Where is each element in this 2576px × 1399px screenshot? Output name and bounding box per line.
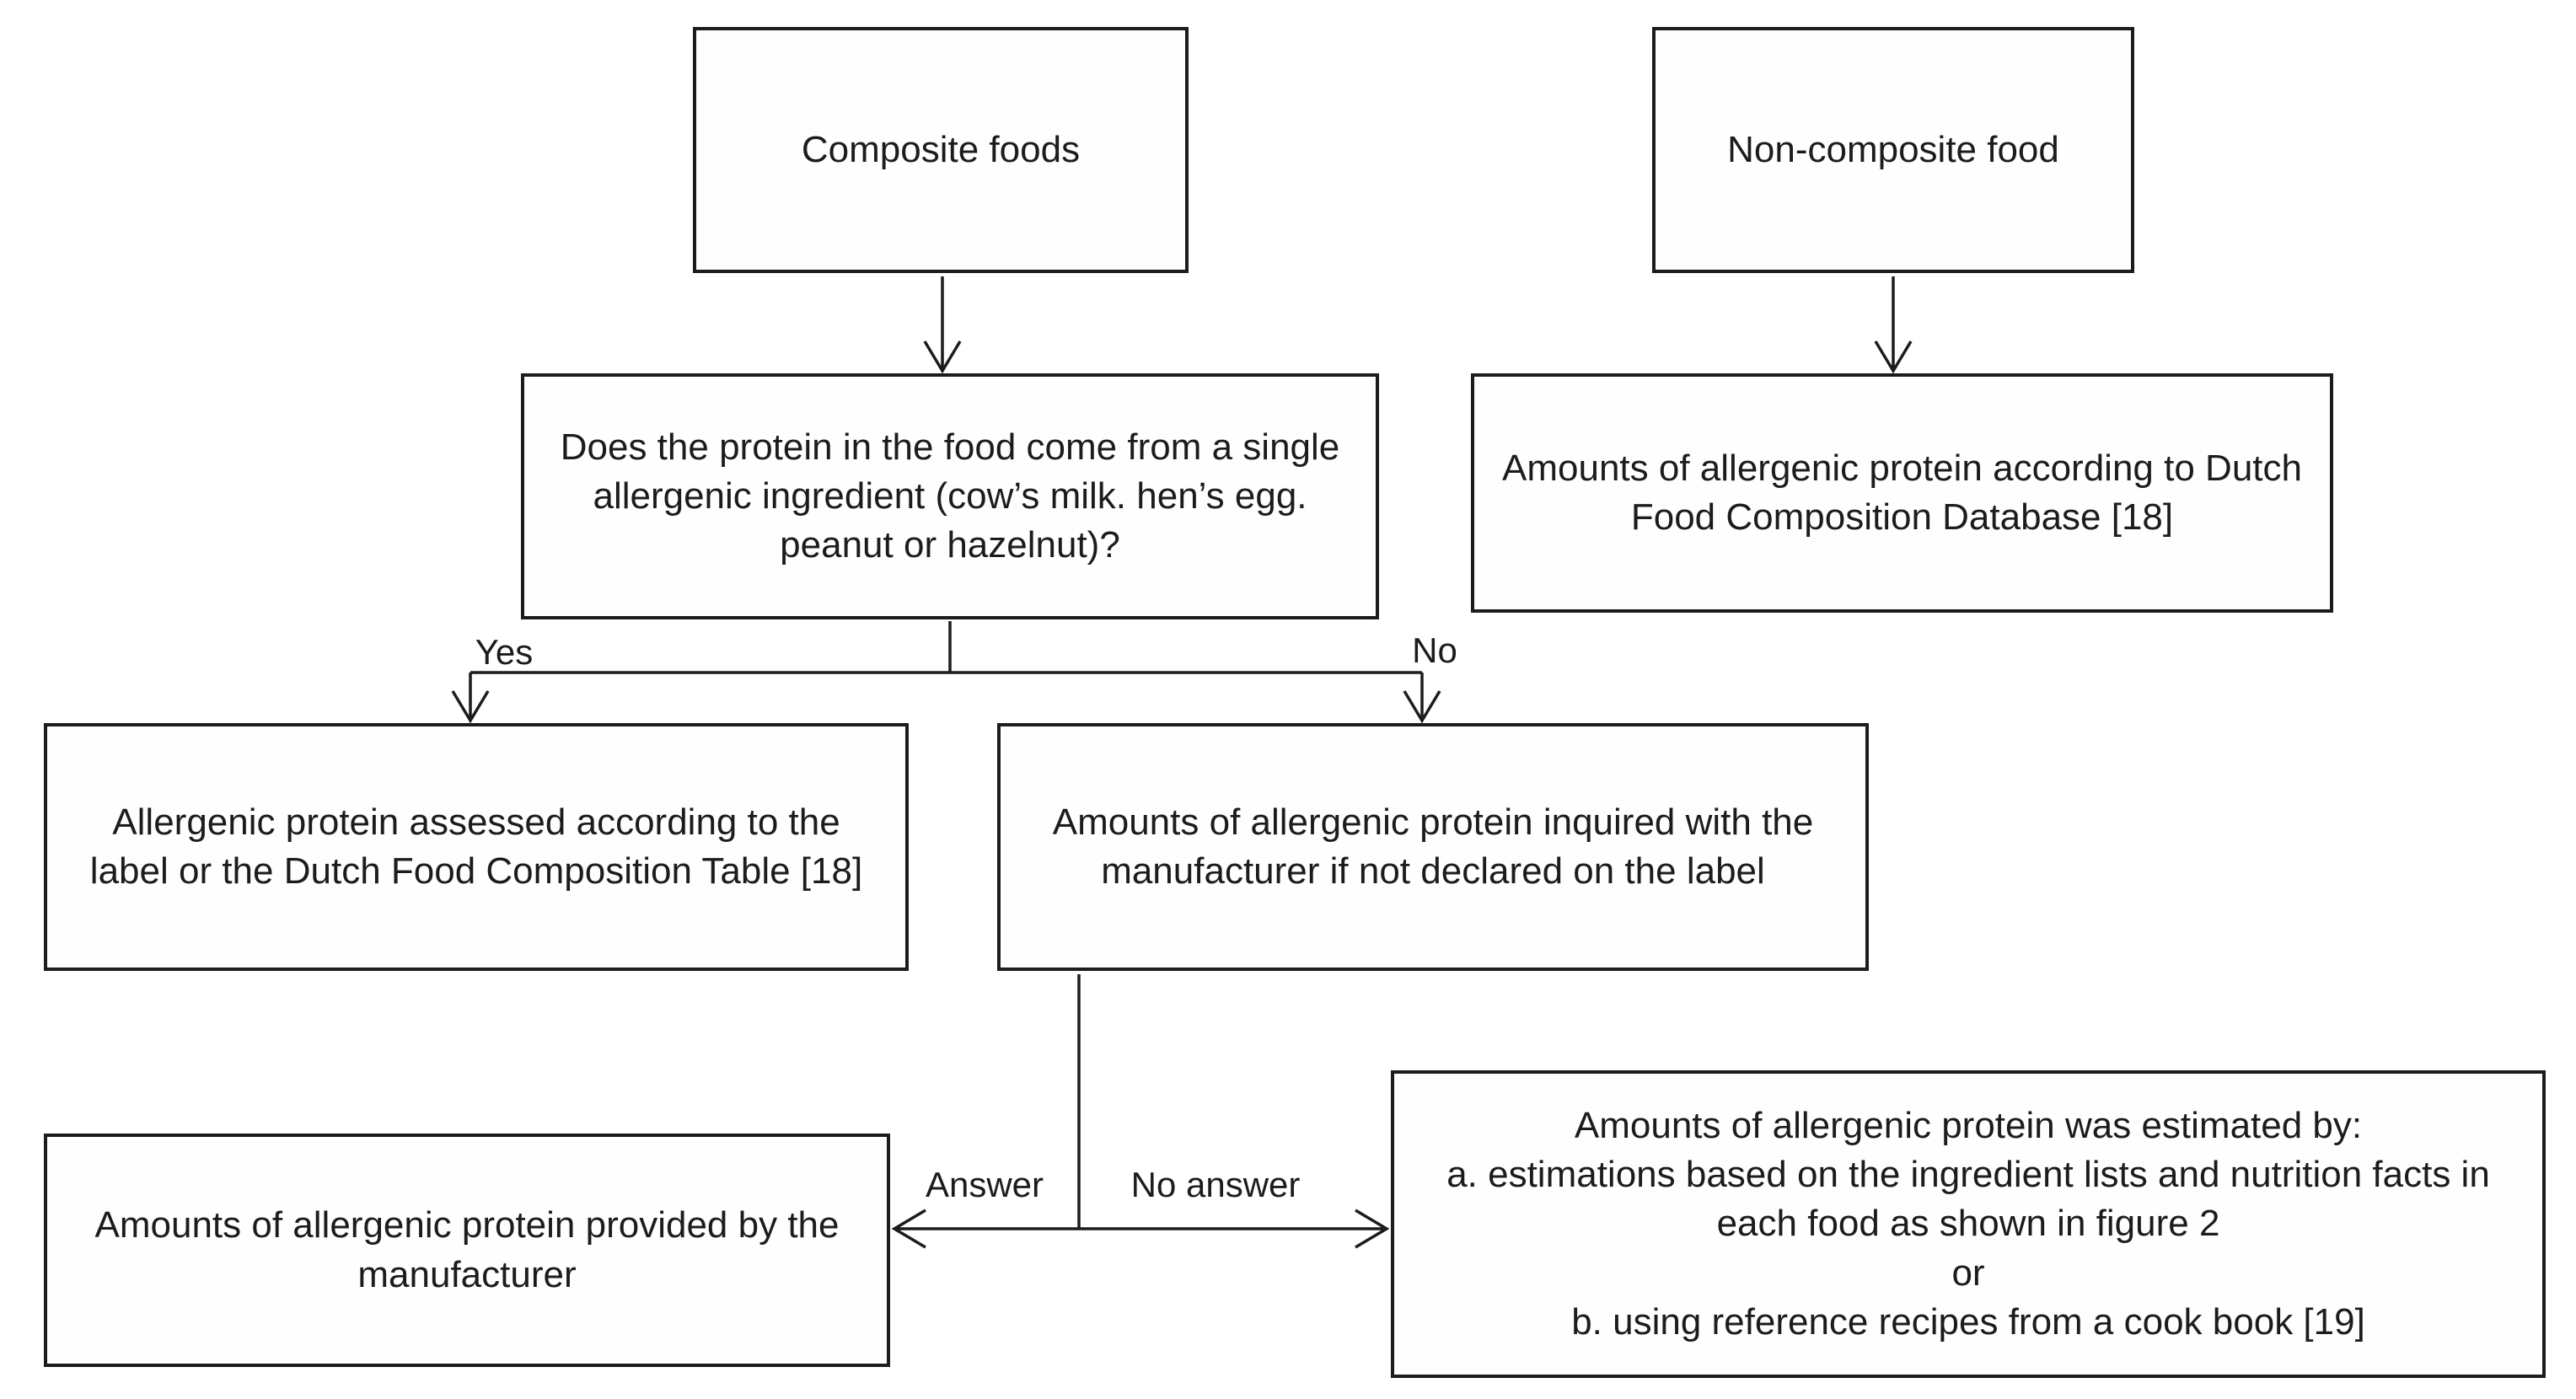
node-assessed-by-label: Allergenic protein assessed according to…: [44, 723, 909, 971]
edge-label-no: No: [1412, 630, 1457, 670]
node-estimated-amounts: Amounts of allergenic protein was estima…: [1391, 1070, 2546, 1378]
node-assessed-by-label-text: Allergenic protein assessed according to…: [89, 801, 863, 892]
edge-label-answer: Answer: [925, 1165, 1044, 1204]
arrow-yes-branch: [451, 673, 490, 724]
edge-label-yes: Yes: [475, 632, 534, 672]
node-non-composite-food-text: Non-composite food: [1727, 128, 2059, 170]
node-composite-foods-text: Composite foods: [801, 128, 1081, 170]
node-dutch-food-database: Amounts of allergenic protein according …: [1471, 373, 2333, 613]
node-single-ingredient-decision: Does the protein in the food come from a…: [521, 373, 1379, 619]
node-provided-by-manufacturer: Amounts of allergenic protein provided b…: [44, 1134, 890, 1367]
node-inquired-with-manufacturer-text: Amounts of allergenic protein inquired w…: [1052, 801, 1814, 892]
arrow-noncomposite-to-dutchdb: [1874, 276, 1913, 374]
node-provided-by-manufacturer-text: Amounts of allergenic protein provided b…: [94, 1204, 840, 1295]
node-non-composite-food: Non-composite food: [1652, 27, 2134, 273]
node-inquired-with-manufacturer: Amounts of allergenic protein inquired w…: [997, 723, 1869, 971]
edge-decision-stem: [470, 621, 1422, 674]
node-dutch-food-database-text: Amounts of allergenic protein according …: [1502, 447, 2302, 538]
node-single-ingredient-decision-text: Does the protein in the food come from a…: [560, 426, 1340, 566]
arrow-answer-noanswer: [891, 1209, 1390, 1249]
node-composite-foods: Composite foods: [693, 27, 1189, 273]
arrow-no-branch: [1403, 673, 1441, 724]
node-estimated-amounts-text: Amounts of allergenic protein was estima…: [1446, 1105, 2490, 1343]
edge-label-no-answer: No answer: [1130, 1165, 1301, 1204]
arrow-composite-to-decision: [923, 276, 962, 374]
